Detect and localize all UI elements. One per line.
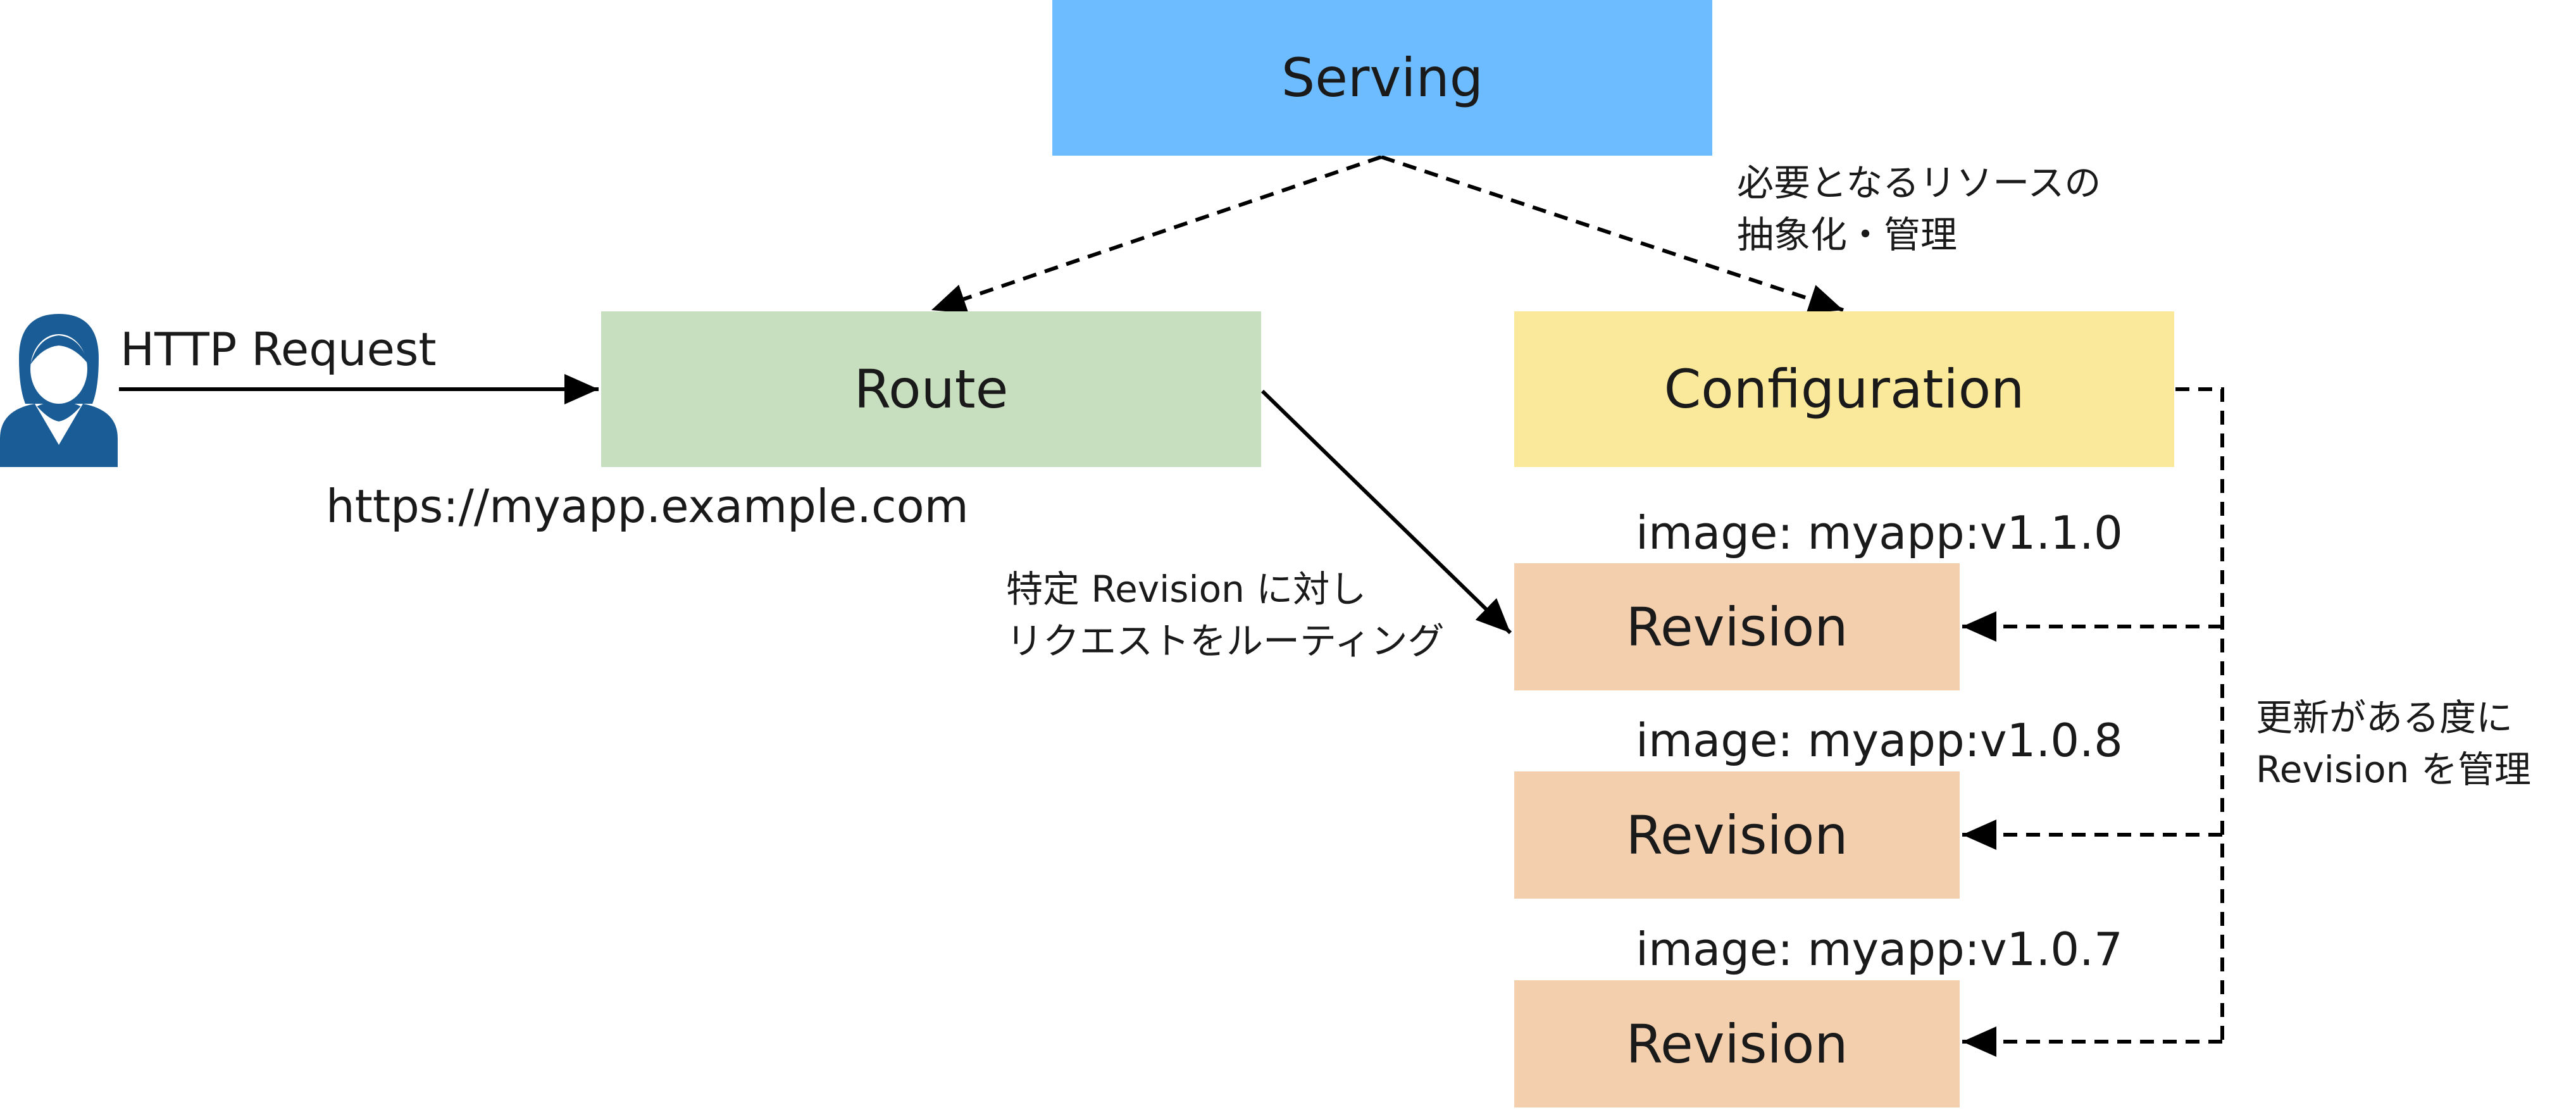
revision-management-note: 更新がある度に Revision を管理 <box>2256 692 2531 795</box>
revision-label-2: Revision <box>1626 804 1848 866</box>
revision-management-note-line-2: Revision を管理 <box>2256 748 2531 791</box>
serving-label: Serving <box>1281 47 1484 109</box>
route-node: Route <box>601 311 1261 467</box>
routing-note: 特定 Revision に対し リクエストをルーティング <box>1006 563 1445 667</box>
revision-node-2: Revision <box>1514 771 1960 899</box>
revision-label-3: Revision <box>1626 1013 1848 1075</box>
user-icon <box>0 314 118 467</box>
route-label: Route <box>854 358 1009 420</box>
revision-node-3: Revision <box>1514 980 1960 1107</box>
configuration-bracket-line <box>2175 387 2224 1042</box>
revision-label-1: Revision <box>1626 596 1848 658</box>
image-label-2: image: myapp:v1.0.8 <box>1636 714 2123 767</box>
serving-to-route-arrow <box>931 155 1382 314</box>
serving-node: Serving <box>1052 0 1712 156</box>
configuration-node: Configuration <box>1514 311 2174 467</box>
routing-note-line-1: 特定 Revision に対し <box>1006 568 1367 611</box>
routing-note-line-2: リクエストをルーティング <box>1006 620 1445 663</box>
image-label-3: image: myapp:v1.0.7 <box>1636 923 2123 976</box>
http-request-label: HTTP Request <box>120 323 437 376</box>
image-label-1: image: myapp:v1.1.0 <box>1636 506 2123 559</box>
configuration-label: Configuration <box>1664 358 2025 420</box>
abstraction-note-line-2: 抽象化・管理 <box>1737 213 1958 256</box>
route-url-label: https://myapp.example.com <box>326 480 969 533</box>
serving-to-configuration-arrow <box>1381 155 1844 314</box>
abstraction-note-line-1: 必要となるリソースの <box>1737 161 2101 204</box>
revision-management-note-line-1: 更新がある度に <box>2256 696 2513 739</box>
abstraction-note: 必要となるリソースの 抽象化・管理 <box>1737 157 2101 261</box>
route-to-revision-arrow <box>1260 389 1512 635</box>
revision-node-1: Revision <box>1514 563 1960 690</box>
